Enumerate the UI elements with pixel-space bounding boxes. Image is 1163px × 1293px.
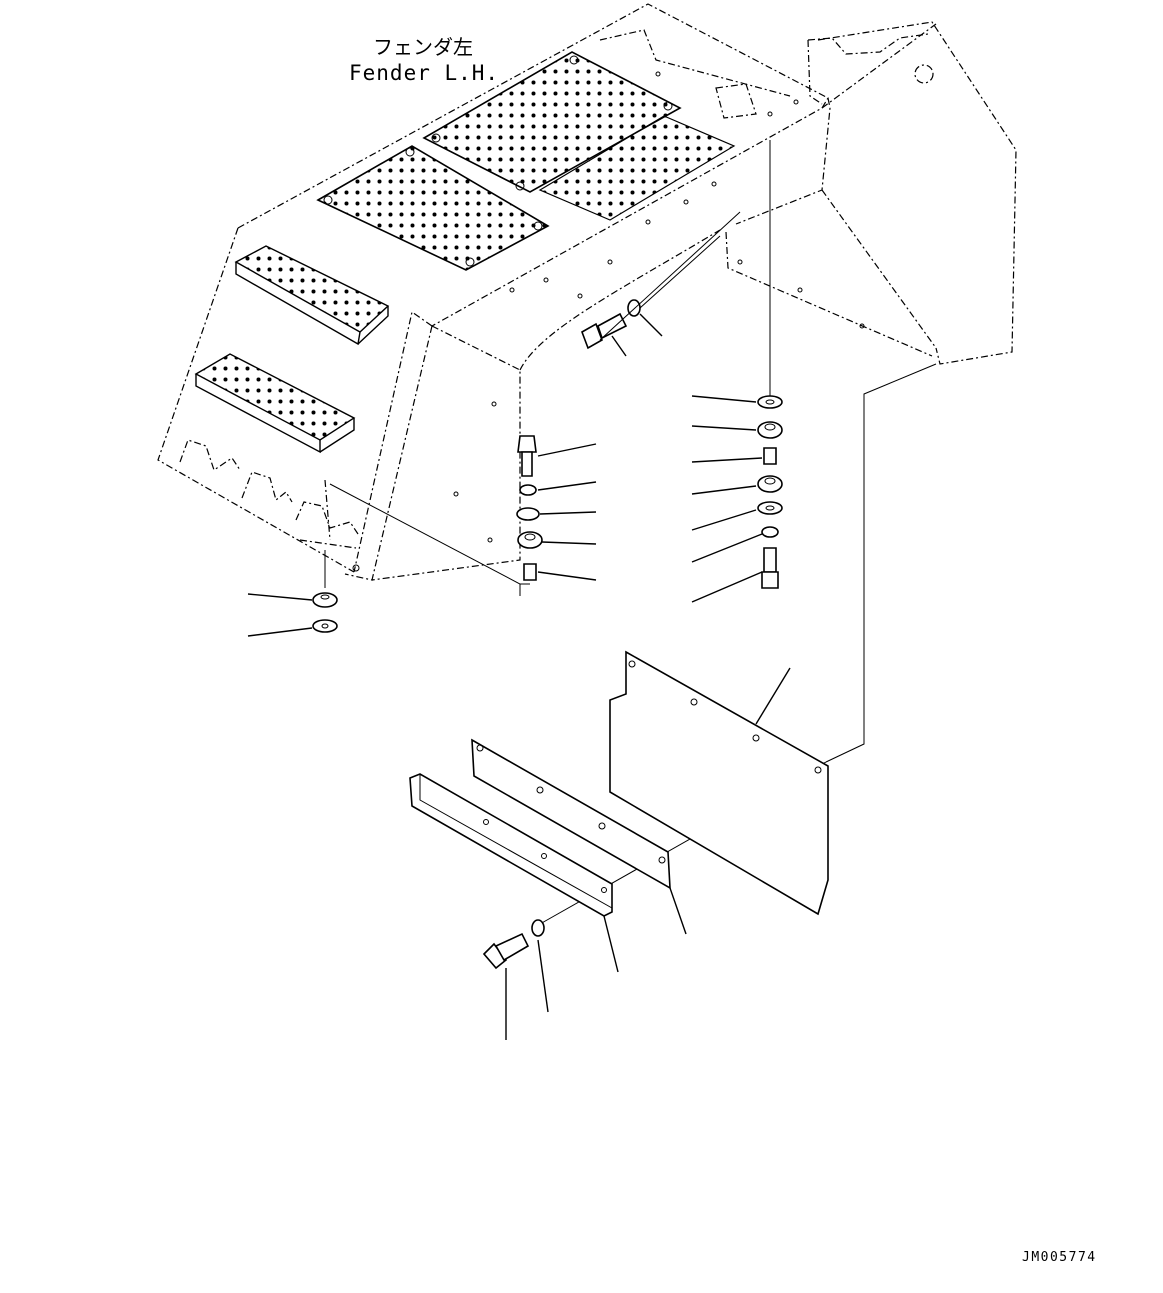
middle-mount-stack	[329, 435, 597, 596]
title-english: Fender L.H.	[349, 61, 499, 85]
plain-washer-left	[312, 619, 338, 633]
step-plate-lower	[194, 353, 356, 454]
spacer-right	[763, 447, 777, 465]
right-mount-stack	[691, 140, 783, 603]
bolt-middle	[517, 435, 537, 453]
bolt-right	[763, 547, 777, 573]
title-japanese: フェンダ左	[373, 35, 473, 59]
plain-washer-right-1	[757, 395, 783, 409]
left-mount-stack	[247, 550, 338, 637]
mud-flap	[609, 650, 829, 916]
washer-mud-flap	[531, 919, 545, 937]
step-plate-middle	[234, 245, 390, 346]
body-holes	[352, 71, 865, 572]
step-plate-top-right	[538, 115, 736, 221]
plain-washer-middle	[516, 507, 540, 521]
bolt-upper	[581, 322, 603, 350]
upper-bolt-set	[581, 211, 741, 357]
lock-washer-middle	[519, 484, 537, 496]
step-plate-top-rear	[422, 51, 682, 193]
plain-washer-right-2	[757, 501, 783, 515]
fender-body	[157, 3, 1017, 581]
bolt-mud-flap	[482, 942, 508, 970]
thick-washer-left	[312, 592, 338, 608]
leader-left-washer-2	[247, 627, 313, 637]
drawing-code: JM005774	[1022, 1250, 1097, 1265]
mud-flap-assembly	[409, 363, 937, 1040]
step-plate-top-front	[316, 145, 550, 271]
spacer-middle	[523, 563, 537, 581]
washer-upper	[627, 299, 641, 317]
lock-washer-right	[761, 526, 779, 538]
leader-left-washer-1	[247, 593, 313, 601]
